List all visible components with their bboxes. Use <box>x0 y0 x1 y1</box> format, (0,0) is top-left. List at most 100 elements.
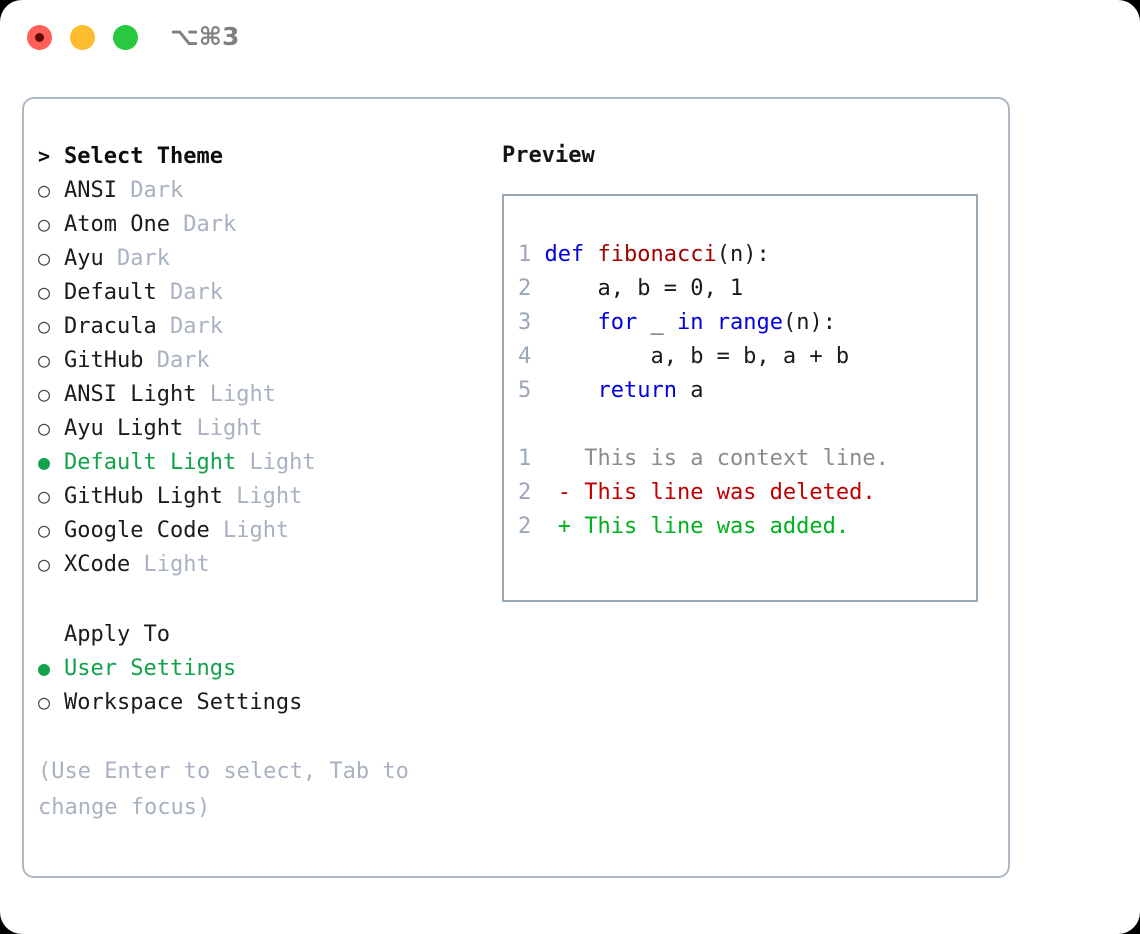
theme-variant-badge: Light <box>209 382 276 407</box>
code-diff-separator <box>518 408 889 442</box>
title-bar: ⌥⌘3 <box>0 0 1140 78</box>
traffic-lights <box>27 25 138 50</box>
code-token: def <box>544 242 598 267</box>
theme-option-label: Ayu Light <box>64 416 197 441</box>
radio-unselected-icon[interactable]: ○ <box>38 416 51 440</box>
theme-variant-badge: Light <box>222 518 290 543</box>
main-panel: >Select Theme○ANSI Dark○Atom One Dark○Ay… <box>22 97 1010 878</box>
radio-unselected-icon[interactable]: ○ <box>38 212 51 236</box>
hint-line-1: (Use Enter to select, Tab to <box>38 759 409 784</box>
code-line: 3 for _ in range(n): <box>518 306 889 340</box>
code-token: (n): <box>716 242 770 267</box>
theme-option-label: Google Code <box>64 518 223 543</box>
hint-spacer <box>38 719 478 753</box>
apply-to-option-label: Workspace Settings <box>64 690 303 715</box>
theme-option[interactable]: ○ ANSI Dark <box>38 173 478 207</box>
close-button[interactable] <box>27 25 52 50</box>
theme-option-label: ANSI Light <box>64 382 210 407</box>
theme-variant-badge: Dark <box>169 280 223 305</box>
line-number: 2 <box>518 276 545 301</box>
theme-variant-badge: Dark <box>130 178 184 203</box>
theme-option[interactable]: ○ Default Dark <box>38 275 478 309</box>
theme-option-label: Dracula <box>64 314 170 339</box>
theme-option[interactable]: ○GitHub Light Light <box>38 479 478 513</box>
code-token: return <box>597 378 677 403</box>
theme-picker-header-label: Select Theme <box>64 144 223 169</box>
minimize-button[interactable] <box>70 25 95 50</box>
theme-option-label: Ayu <box>64 246 117 271</box>
theme-list[interactable]: >Select Theme○ANSI Dark○Atom One Dark○Ay… <box>38 139 478 581</box>
radio-unselected-icon[interactable]: ○ <box>38 552 51 576</box>
diff-line: 2 + This line was added. <box>518 510 889 544</box>
theme-variant-badge: Light <box>143 552 210 577</box>
radio-unselected-icon[interactable]: ○ <box>38 178 51 202</box>
theme-option[interactable]: ○ ANSI Light Light <box>38 377 478 411</box>
code-line: 2 a, b = 0, 1 <box>518 272 889 306</box>
diff-sign: - <box>557 480 571 505</box>
preview-title: Preview <box>502 143 595 168</box>
diff-text: This line was deleted. <box>571 480 876 505</box>
code-line: 4 a, b = b, a + b <box>518 340 889 374</box>
radio-unselected-icon[interactable]: ○ <box>38 484 51 508</box>
apply-to-option-label: User Settings <box>64 656 237 681</box>
code-token: for <box>597 310 638 335</box>
diff-text: This line was added. <box>571 514 850 539</box>
theme-variant-badge: Dark <box>116 246 170 271</box>
theme-option-label: Default Light <box>64 450 250 475</box>
theme-option[interactable]: ○ Google Code Light <box>38 513 478 547</box>
code-line: 1 def fibonacci(n): <box>518 238 889 272</box>
line-number: 1 <box>518 242 545 267</box>
code-token <box>545 310 598 335</box>
maximize-button[interactable] <box>113 25 138 50</box>
diff-line: 1 This is a context line. <box>518 442 889 476</box>
diff-text: This is a context line. <box>571 446 889 471</box>
radio-unselected-icon[interactable]: ○ <box>38 382 51 406</box>
diff-sign <box>558 446 571 471</box>
section-spacer <box>38 581 478 617</box>
code-token <box>703 310 716 335</box>
code-token: (n): <box>782 310 836 335</box>
theme-option-label: Default <box>64 280 170 305</box>
code-token: range <box>716 310 783 335</box>
apply-to-option[interactable]: ○ Workspace Settings <box>38 685 478 719</box>
hint-line-2: change focus) <box>38 795 211 820</box>
theme-option[interactable]: ○GitHub Dark <box>38 343 478 377</box>
line-number: 3 <box>518 310 545 335</box>
theme-variant-badge: Dark <box>156 348 210 373</box>
radio-unselected-icon[interactable]: ○ <box>38 518 51 542</box>
radio-selected-icon[interactable]: ● <box>38 656 51 680</box>
theme-option[interactable]: ○ Ayu Light Light <box>38 411 478 445</box>
apply-to-list[interactable]: Apply To ● User Settings ○ Workspace Setting… <box>38 617 478 719</box>
code-token: a, b = 0, 1 <box>544 276 744 301</box>
apply-to-header-label: Apply To <box>64 622 170 647</box>
preview-column: Preview 1 def fibonacci(n):2 a, b = 0, 1… <box>502 139 994 602</box>
line-number: 4 <box>518 344 545 369</box>
diff-sign: + <box>557 514 571 539</box>
theme-variant-badge: Light <box>196 416 263 441</box>
radio-unselected-icon[interactable]: ○ <box>38 280 51 304</box>
theme-option-label: XCode <box>64 552 144 577</box>
theme-option[interactable]: ○Atom One Dark <box>38 207 478 241</box>
theme-option-label: ANSI <box>64 178 131 203</box>
apply-to-option[interactable]: ● User Settings <box>38 651 478 685</box>
radio-unselected-icon[interactable]: ○ <box>38 314 51 338</box>
theme-variant-badge: Dark <box>183 212 237 237</box>
code-token: _ <box>637 310 677 335</box>
radio-unselected-icon[interactable]: ○ <box>38 246 51 270</box>
code-token: a <box>676 378 704 403</box>
theme-option[interactable]: ● Default Light Light <box>38 445 478 479</box>
theme-option[interactable]: ○Dracula Dark <box>38 309 478 343</box>
code-line: 5 return a <box>518 374 889 408</box>
theme-variant-badge: Light <box>249 450 316 475</box>
code-token <box>545 378 598 403</box>
theme-option-label: GitHub Light <box>64 484 237 509</box>
radio-selected-icon[interactable]: ● <box>38 450 51 474</box>
theme-option[interactable]: ○ Ayu Dark <box>38 241 478 275</box>
theme-picker-header: >Select Theme <box>38 139 478 173</box>
radio-unselected-icon[interactable]: ○ <box>38 348 51 372</box>
theme-option[interactable]: ○ XCode Light <box>38 547 478 581</box>
theme-picker-column: >Select Theme○ANSI Dark○Atom One Dark○Ay… <box>38 139 478 825</box>
radio-unselected-icon[interactable]: ○ <box>38 690 51 714</box>
